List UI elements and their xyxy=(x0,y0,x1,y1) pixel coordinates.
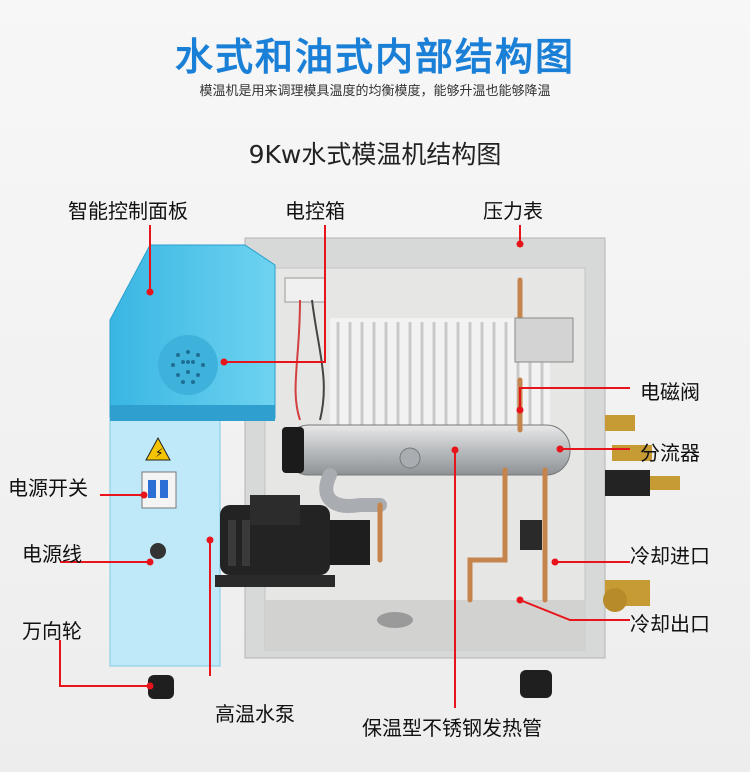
gauge-housing xyxy=(514,317,574,363)
label-cooling-outlet: 冷却出口 xyxy=(630,612,710,636)
label-power-switch: 电源开关 xyxy=(8,476,88,500)
casters xyxy=(148,670,552,699)
label-heater-tube: 保温型不锈钢发热管 xyxy=(362,716,542,740)
front-panel: ⚡ xyxy=(109,244,276,667)
label-control-panel: 智能控制面板 xyxy=(68,199,188,223)
solenoid-coil xyxy=(520,520,542,550)
electric-box xyxy=(284,277,326,421)
label-solenoid-valve: 电磁阀 xyxy=(640,380,700,404)
label-pressure-gauge: 压力表 xyxy=(483,199,543,223)
label-flow-divider: 分流器 xyxy=(640,441,700,465)
label-electric-box: 电控箱 xyxy=(285,199,345,223)
leader-lines xyxy=(59,225,630,708)
page-subtitle: 模温机是用来调理模具温度的均衡模度，能够升温也能够降温 xyxy=(199,84,551,99)
svg-text:⚡: ⚡ xyxy=(155,446,163,460)
label-pump: 高温水泵 xyxy=(215,702,295,726)
pump xyxy=(215,495,370,587)
diagram-heading: 9Kw水式模温机结构图 xyxy=(248,140,502,169)
label-caster: 万向轮 xyxy=(22,619,82,643)
page-title: 水式和油式内部结构图 xyxy=(174,35,575,79)
label-power-cord: 电源线 xyxy=(22,542,82,566)
label-cooling-inlet: 冷却进口 xyxy=(630,544,710,568)
heater-tank xyxy=(282,424,571,513)
